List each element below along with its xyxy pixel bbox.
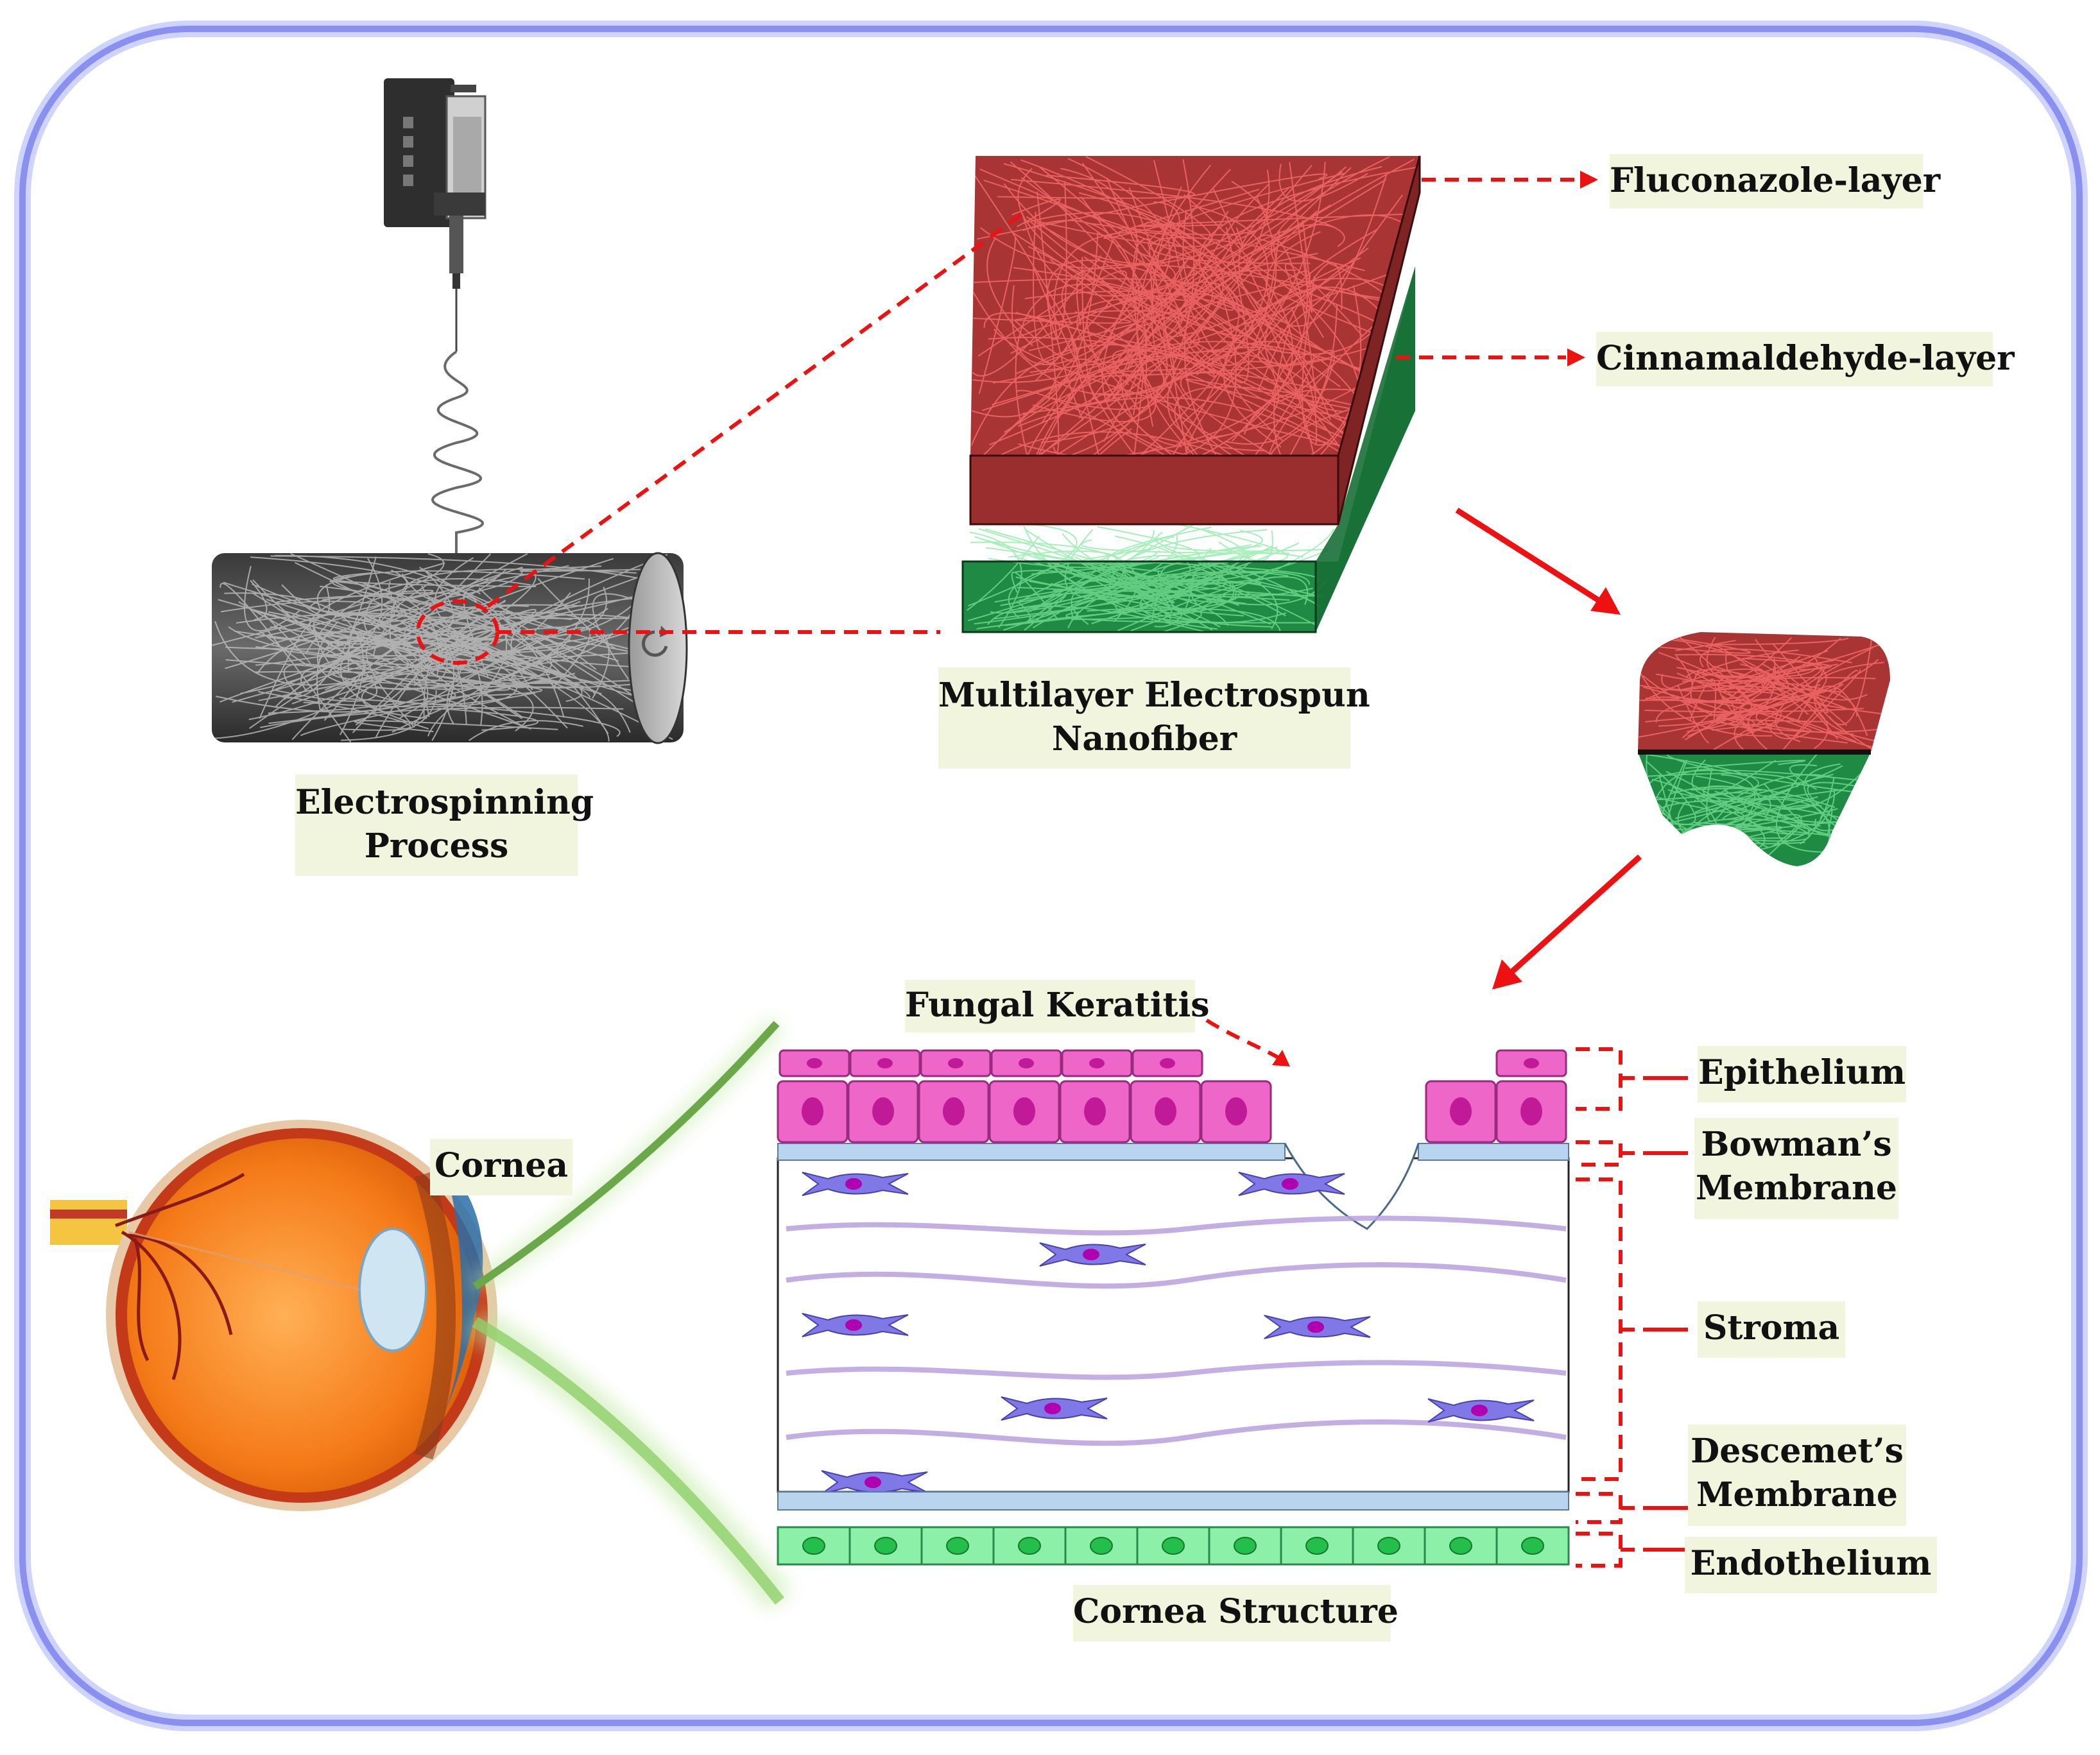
epithelium-cell <box>779 1049 850 1077</box>
eye-cross-section-icon <box>50 1120 497 1511</box>
bowman-label-line1: Bowman’s <box>1701 1125 1892 1164</box>
epithelium-label: Epithelium <box>1698 1046 1906 1102</box>
fluconazole-layer-label: Fluconazole-layer <box>1610 154 1940 209</box>
rotating-drum-collector-icon <box>212 552 688 744</box>
descemets-membrane-label: Descemet’s Membrane <box>1688 1425 1906 1526</box>
endothelium-cell <box>1136 1526 1210 1566</box>
epithelium-cell <box>847 1080 919 1143</box>
epithelium-cell <box>1495 1080 1567 1143</box>
keratocyte-cell <box>1427 1398 1535 1423</box>
epithelium-cell <box>1130 1080 1201 1143</box>
bowman-label-line2: Membrane <box>1695 1169 1897 1208</box>
syringe-pump-icon <box>384 78 486 352</box>
electrospinning-process-label: Electrospinning Process <box>295 775 594 876</box>
process-arrows <box>1455 508 1642 989</box>
descemet-label-line2: Membrane <box>1696 1475 1898 1514</box>
keratocyte-cell <box>1238 1172 1345 1196</box>
endothelium-cell <box>992 1526 1067 1566</box>
keratocyte-cell <box>802 1313 909 1337</box>
cornea-structure-illustration <box>777 1049 1570 1566</box>
endothelium-cell <box>1495 1526 1570 1566</box>
endothelium-cell <box>1424 1526 1498 1566</box>
endothelium-cell <box>848 1526 923 1566</box>
endothelium-cell <box>920 1526 995 1566</box>
dashed-arrowheads <box>1272 171 1598 1066</box>
nanofiber-patch-icon <box>1638 632 1890 866</box>
keratocyte-cell <box>1001 1396 1108 1421</box>
bracket-leads <box>1643 1076 1688 1552</box>
cornea-structure-label: Cornea Structure <box>1073 1585 1399 1641</box>
endothelium-label: Endothelium <box>1685 1537 1937 1593</box>
zoom-beams <box>467 1017 793 1611</box>
cornea-label: Cornea <box>430 1139 572 1195</box>
epithelium-cell <box>920 1049 992 1077</box>
cinnamaldehyde-layer-label: Cinnamaldehyde-layer <box>1596 332 2015 386</box>
epithelium-cell <box>1425 1080 1497 1143</box>
epithelium-cell <box>1061 1049 1133 1077</box>
epithelium-cell <box>1495 1049 1567 1077</box>
electrospinning-label-line2: Process <box>364 826 509 866</box>
endothelium-cell <box>1280 1526 1354 1566</box>
epithelium-cell <box>988 1080 1060 1143</box>
multilayer-label-line1: Multilayer Electrospun <box>938 676 1370 715</box>
epithelium-cell <box>1132 1049 1203 1077</box>
frame-border <box>19 26 2083 1726</box>
multilayer-label-line2: Nanofiber <box>1051 719 1237 758</box>
epithelium-cell <box>1059 1080 1131 1143</box>
keratocyte-cell <box>1264 1315 1371 1339</box>
descemet-label-line1: Descemet’s <box>1691 1432 1904 1471</box>
epithelium-cell <box>990 1049 1062 1077</box>
nanofiber-block <box>961 155 1421 633</box>
epithelium-cell <box>918 1080 990 1143</box>
epithelium-cell <box>777 1080 848 1143</box>
fungal-keratitis-label: Fungal Keratitis <box>905 980 1210 1032</box>
endothelium-cell <box>1064 1526 1139 1566</box>
endothelium-cell <box>1352 1526 1426 1566</box>
epithelium-cell <box>1200 1080 1272 1143</box>
epithelium-cell <box>849 1049 921 1077</box>
keratocyte-cell <box>802 1172 909 1196</box>
keratocyte-cell <box>1039 1242 1146 1267</box>
bowmans-membrane-label: Bowman’s Membrane <box>1694 1118 1898 1219</box>
fiber-jet-spiral <box>431 350 484 553</box>
electrospinning-label-line1: Electrospinning <box>295 783 594 822</box>
stroma-label: Stroma <box>1698 1301 1845 1358</box>
dashed-connectors <box>416 178 1643 1568</box>
multilayer-nanofiber-label: Multilayer Electrospun Nanofiber <box>938 667 1370 769</box>
endothelium-cell <box>777 1526 851 1566</box>
endothelium-cell <box>1208 1526 1282 1566</box>
